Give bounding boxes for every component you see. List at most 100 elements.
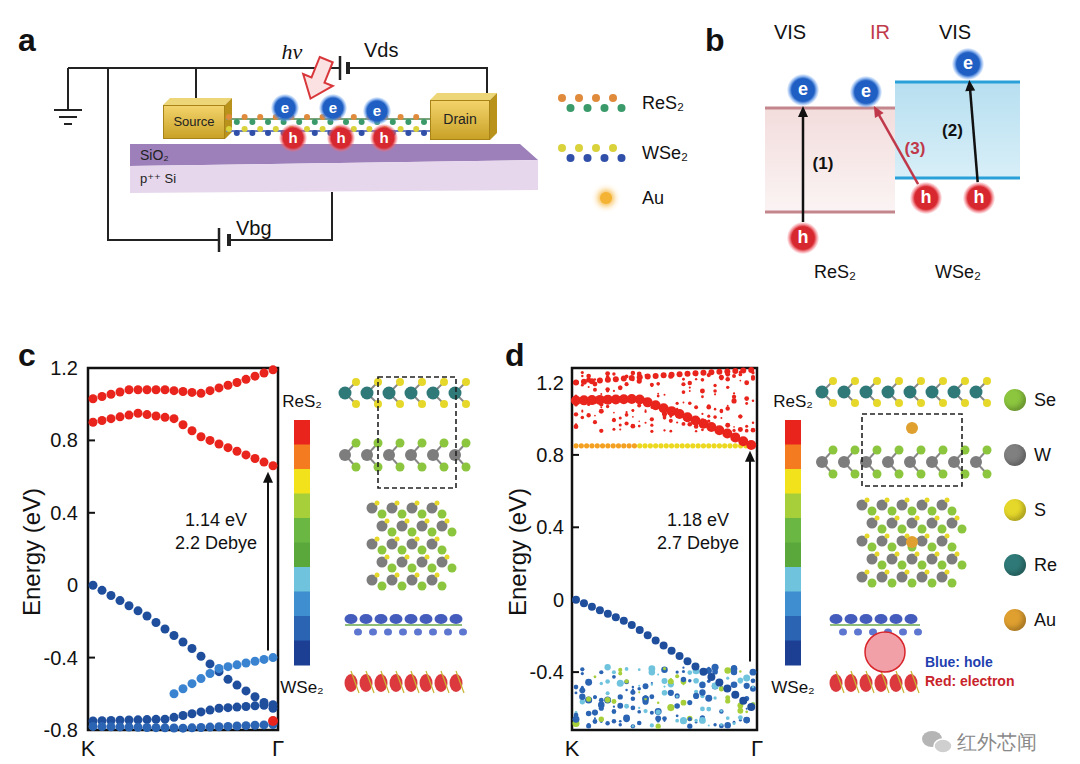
s-atom <box>405 555 410 560</box>
band-dot <box>650 723 654 727</box>
band-dot <box>687 700 692 705</box>
band-dot <box>650 383 654 387</box>
band-dot <box>746 440 756 450</box>
band-dot <box>251 657 260 666</box>
band-dot <box>625 667 629 671</box>
band-dot <box>637 710 641 714</box>
band-dot <box>161 715 170 724</box>
top-view-structure <box>857 498 967 588</box>
charge-density <box>830 614 923 693</box>
band-dot <box>251 701 260 710</box>
battery-plate <box>339 56 342 80</box>
s-atom <box>983 377 991 385</box>
band-dot <box>642 443 647 448</box>
band-dot <box>693 678 699 684</box>
electron-circle: e <box>850 76 882 108</box>
band-dot <box>242 450 251 459</box>
s-atom <box>983 399 991 407</box>
se-atom <box>878 525 887 534</box>
se-atom <box>378 582 387 591</box>
arrow-head <box>965 80 975 91</box>
band-dot <box>89 418 98 427</box>
band-dot <box>719 709 723 713</box>
hole-density <box>354 629 362 636</box>
band-dot <box>644 695 647 698</box>
carrier-label: h <box>974 188 985 208</box>
figure-label: d <box>505 337 525 374</box>
band-dot <box>695 430 697 432</box>
band-dot <box>125 385 134 394</box>
band-dot <box>98 586 107 595</box>
atom <box>242 126 248 132</box>
band-dot <box>663 415 666 418</box>
band-dot <box>152 618 161 627</box>
ground-wire <box>67 68 69 110</box>
band-dot <box>98 722 107 731</box>
band-dot <box>662 690 668 696</box>
electron-circle: e <box>363 97 391 125</box>
s-atom <box>945 498 950 503</box>
band-dot <box>89 394 98 403</box>
electron-circle: e <box>319 94 347 122</box>
atom <box>421 119 427 125</box>
se-atom <box>917 446 926 455</box>
s-atom <box>939 377 947 385</box>
au-atom <box>906 422 918 434</box>
se-atom <box>938 561 947 570</box>
band-dot <box>699 689 705 695</box>
band-dot <box>269 365 278 374</box>
band-dot <box>632 686 634 688</box>
band-dot <box>690 443 695 448</box>
band-dot <box>714 408 717 411</box>
band-dot <box>725 695 730 700</box>
tick <box>572 671 579 673</box>
hole-density <box>435 614 448 624</box>
band-dot <box>648 443 653 448</box>
colorbar-step <box>294 445 310 470</box>
band-dot <box>719 724 724 729</box>
electron-circle: e <box>952 48 984 80</box>
band-dot <box>740 367 746 373</box>
colorbar-step <box>785 567 801 592</box>
band-dot <box>197 652 206 661</box>
s-atom <box>865 498 870 503</box>
s-atom <box>352 400 360 408</box>
legend-text: Au <box>1034 610 1056 631</box>
figure-label: 2.2 Debye <box>175 533 257 554</box>
band-dot <box>649 669 656 676</box>
se-atom <box>983 470 992 479</box>
figure-label: 2.7 Debye <box>657 533 739 554</box>
se-atom <box>396 463 405 472</box>
legend-text: ReS₂ <box>642 93 684 114</box>
re-atom <box>816 386 829 399</box>
colorbar-step <box>294 420 310 445</box>
w-atom <box>383 449 395 461</box>
band-dot <box>206 706 215 715</box>
gap-arrow-head <box>745 451 755 462</box>
band-dot <box>664 443 669 448</box>
band-dot <box>269 653 278 662</box>
band-dot <box>682 391 684 393</box>
arrow-head <box>798 106 808 117</box>
s-atom <box>462 400 470 408</box>
figure-label: 0.8 <box>50 429 78 452</box>
re-atom <box>361 387 374 400</box>
band-dot <box>669 419 673 423</box>
res2-icon-atom <box>618 104 626 112</box>
se-atom <box>868 579 877 588</box>
band-dot <box>638 421 640 423</box>
se-atom <box>408 528 417 537</box>
lattice-line <box>836 671 844 693</box>
transition-arrow <box>965 80 977 182</box>
band-dot <box>600 682 603 685</box>
hole-density <box>845 614 858 624</box>
band-dot <box>616 443 621 448</box>
band-dot <box>143 723 152 732</box>
figure-label: 1.2 <box>536 371 564 394</box>
figure-label: SiO₂ <box>140 147 169 163</box>
band-dot <box>725 377 730 382</box>
colorbar-step <box>785 616 801 641</box>
band-dot <box>738 427 743 432</box>
band-dot <box>612 428 615 431</box>
